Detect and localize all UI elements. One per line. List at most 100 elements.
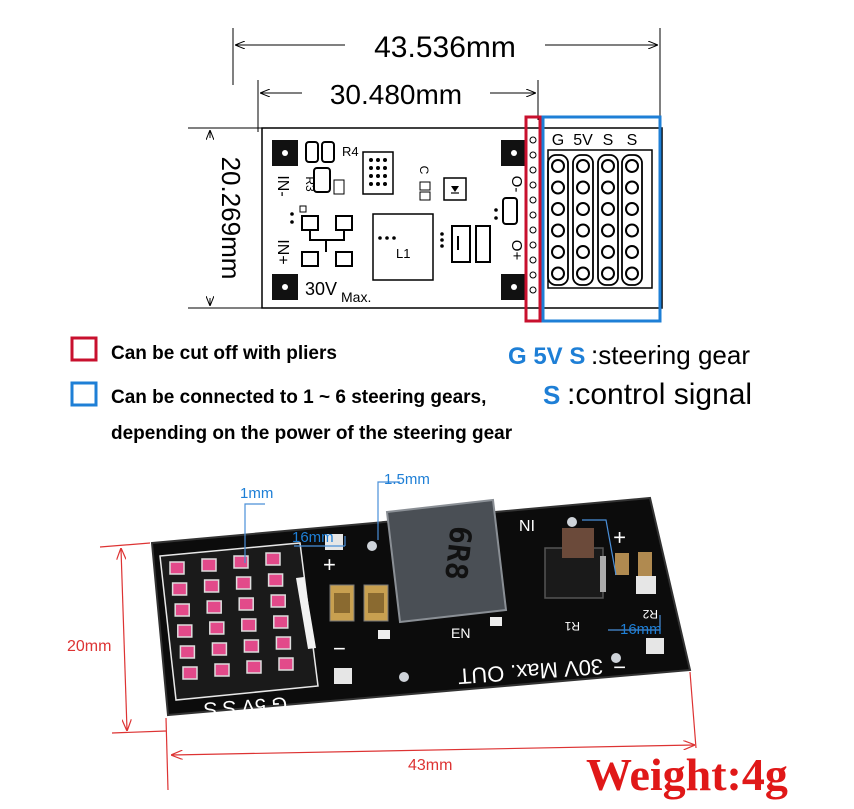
servo-header: G 5V S S xyxy=(541,115,662,323)
l1-label: L1 xyxy=(396,246,410,261)
header-col-g: G xyxy=(552,132,564,149)
dimension-pcb-width: 30.480mm xyxy=(257,79,539,132)
photo-header-pin xyxy=(275,636,292,650)
photo-plus-right: + xyxy=(613,525,626,550)
header-pin xyxy=(601,202,615,216)
photo-header-pin xyxy=(273,615,289,629)
blue-box-text-2: depending on the power of the steering g… xyxy=(111,423,513,444)
photo-dims-blue xyxy=(244,481,661,631)
photo-header-pin xyxy=(171,582,188,596)
r3-label: R3 xyxy=(303,176,317,192)
header-pin xyxy=(551,159,565,173)
c-label: C xyxy=(417,166,431,175)
photo-header-pin xyxy=(182,666,198,680)
pcb-photo: + − 6R8 IN EN R1 R2 + − 30V Max. OUT G 5 xyxy=(150,496,692,720)
photo-header-pin xyxy=(265,552,281,566)
header-pin xyxy=(601,180,615,195)
header-pin xyxy=(601,223,615,238)
header-pin xyxy=(576,180,590,195)
header-pin xyxy=(601,245,615,259)
overall-width-label: 43.536mm xyxy=(374,31,516,64)
in-minus-label: IN- xyxy=(274,175,291,196)
dim-16mm-left: 16mm xyxy=(292,529,334,546)
photo-header-pin xyxy=(179,645,196,659)
header-pin xyxy=(625,266,639,281)
header-pin xyxy=(625,223,639,238)
s-key: S xyxy=(543,380,560,410)
header-col-5v: 5V xyxy=(573,132,593,149)
header-pin xyxy=(551,180,565,195)
header-pin xyxy=(576,245,590,259)
photo-header-pin xyxy=(246,660,262,674)
photo-minus-left: − xyxy=(333,636,346,661)
header-pin xyxy=(576,223,590,238)
pcb-width-label: 30.480mm xyxy=(330,79,462,110)
header-pin xyxy=(551,202,565,216)
header-col-s1: S xyxy=(603,132,614,149)
dim-16mm-right: 16mm xyxy=(620,621,662,638)
vmax-sub-label: Max. xyxy=(341,289,371,305)
red-box-swatch xyxy=(70,336,98,362)
photo-header-pin xyxy=(267,573,284,587)
header-pin xyxy=(576,202,590,216)
photo-plus-left: + xyxy=(323,552,336,577)
g5vs-value: :steering gear xyxy=(591,340,750,370)
photo-header-pin xyxy=(177,624,193,638)
s-value: :control signal xyxy=(567,378,752,411)
height-label: 20.269mm xyxy=(216,157,246,280)
header-pin xyxy=(625,245,639,259)
header-col-s2: S xyxy=(627,132,638,149)
header-column xyxy=(572,154,594,286)
dim-1mm: 1mm xyxy=(240,485,273,502)
header-pin xyxy=(625,202,639,216)
dim-20mm: 20mm xyxy=(67,638,111,655)
header-pin xyxy=(625,180,639,195)
photo-in-label: IN xyxy=(519,516,535,533)
header-pin xyxy=(551,245,565,259)
blue-box-swatch xyxy=(70,381,98,407)
photo-dims-red xyxy=(99,542,697,791)
photo-en-label: EN xyxy=(451,625,470,641)
header-column xyxy=(547,154,569,286)
o-plus-label: O+ xyxy=(508,240,525,261)
photo-header-pin xyxy=(206,600,222,614)
dim-43mm: 43mm xyxy=(408,757,452,774)
photo-header-pin xyxy=(278,657,294,671)
r4-label: R4 xyxy=(342,144,359,159)
blue-box-text-1: Can be connected to 1 ~ 6 steering gears… xyxy=(111,387,486,408)
header-pin xyxy=(625,159,639,173)
photo-header-pin xyxy=(214,663,230,677)
photo-r2-label: R2 xyxy=(642,607,658,621)
dimension-height: 20.269mm xyxy=(188,127,262,309)
photo-r1-label: R1 xyxy=(564,619,580,633)
vmax-label: 30V xyxy=(305,279,337,299)
header-pin xyxy=(551,266,565,281)
photo-header-pin xyxy=(201,558,217,572)
photo-header-pin xyxy=(238,597,254,611)
photo-header-pin xyxy=(174,603,190,617)
header-pin xyxy=(576,159,590,173)
photo-header-pin xyxy=(233,555,249,569)
photo-header-pin xyxy=(209,621,225,635)
header-pin xyxy=(601,159,615,173)
o-minus-label: O- xyxy=(508,176,525,193)
photo-header-pin xyxy=(235,576,252,590)
dim-1-5mm: 1.5mm xyxy=(384,471,430,488)
photo-header-pin xyxy=(243,639,260,653)
cut-strip xyxy=(524,115,542,323)
legend: Can be cut off with pliers Can be connec… xyxy=(70,336,513,444)
header-pin xyxy=(551,223,565,238)
header-pin xyxy=(601,266,615,281)
photo-header-pin xyxy=(241,618,257,632)
red-box-text: Can be cut off with pliers xyxy=(111,343,337,364)
weight-label: Weight:4g xyxy=(586,749,788,800)
pcb-schematic: IN- IN+ R4 R3 L1 xyxy=(261,127,663,309)
header-pin xyxy=(576,266,590,281)
header-column xyxy=(597,154,619,286)
photo-header-pin xyxy=(270,594,286,608)
g5vs-key: G 5V S xyxy=(508,343,585,370)
photo-header-pin xyxy=(211,642,228,656)
inductor-marking: 6R8 xyxy=(437,524,477,582)
pin-notes: G 5V S :steering gear S :control signal xyxy=(508,340,752,411)
